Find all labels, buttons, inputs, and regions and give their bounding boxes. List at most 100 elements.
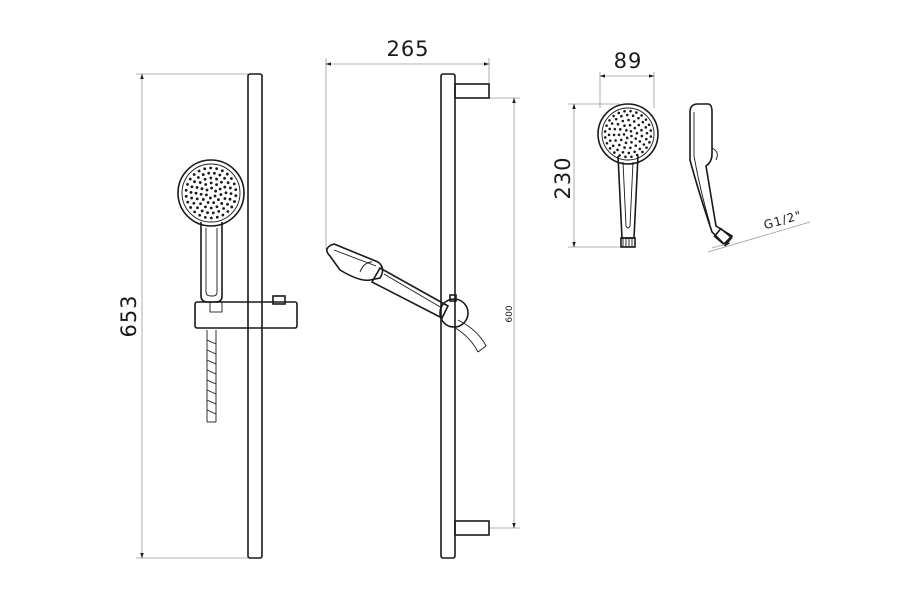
nozzle-dot	[632, 120, 636, 123]
nozzle-dot	[218, 187, 222, 191]
nozzle-dot	[200, 187, 204, 191]
nozzle-dot	[635, 131, 639, 135]
nozzle-dot	[614, 117, 618, 121]
nozzle-dot	[616, 148, 619, 152]
nozzle-dot	[190, 196, 194, 200]
nozzle-dot	[625, 136, 629, 140]
nozzle-dot	[206, 211, 209, 215]
nozzle-dot	[617, 111, 621, 115]
nozzle-dot	[225, 172, 229, 176]
nozzle-dot	[213, 171, 216, 175]
nozzle-dot	[217, 198, 220, 202]
nozzle-dot	[617, 133, 621, 137]
nozzle-dot	[223, 185, 227, 189]
nozzle-dot	[607, 133, 611, 137]
nozzle-dot	[215, 167, 219, 171]
nozzle-dot	[189, 206, 193, 209]
detail-front-view: 89 230	[551, 49, 659, 248]
nozzle-dot	[184, 194, 188, 198]
nozzle-dot	[205, 188, 209, 192]
nozzle-dot	[220, 202, 224, 205]
nozzle-dot	[226, 210, 230, 213]
nozzle-dot	[623, 146, 626, 149]
nozzle-dot	[203, 167, 207, 171]
nozzle-dot	[234, 194, 238, 198]
nozzle-dot	[635, 153, 639, 157]
nozzle-dot	[197, 169, 201, 173]
nozzle-dot	[613, 151, 616, 154]
nozzle-dot	[640, 128, 643, 132]
nozzle-dot	[184, 188, 188, 192]
nozzle-dot	[612, 133, 616, 137]
nozzle-dot	[209, 176, 213, 180]
nozzle-dot	[193, 180, 196, 184]
nozzle-dot	[630, 134, 633, 138]
nozzle-dot	[206, 201, 210, 204]
nozzle-dot	[215, 205, 219, 209]
nozzle-dot	[633, 126, 637, 130]
nozzle-dot	[608, 147, 612, 150]
nozzle-dot	[224, 191, 228, 195]
nozzle-dot	[189, 191, 193, 194]
nozzle-dot	[198, 213, 202, 217]
nozzle-dot	[627, 151, 631, 155]
hose	[206, 330, 217, 423]
nozzle-dot	[625, 113, 629, 117]
nozzle-dot	[629, 130, 633, 133]
nozzle-dot	[201, 198, 205, 201]
nozzle-dot	[627, 118, 630, 122]
nozzle-dot	[621, 119, 625, 123]
nozzle-dot	[204, 183, 208, 186]
nozzle-dot	[623, 124, 626, 128]
wall-slider-bracket	[194, 295, 298, 329]
nozzle-dot	[212, 201, 216, 205]
nozzle-dot	[631, 114, 635, 117]
nozzle-dot	[215, 177, 218, 181]
nozzle-dot	[608, 139, 612, 142]
nozzle-dot	[200, 209, 204, 213]
nozzle-dot	[217, 210, 221, 213]
nozzle-dot	[193, 210, 197, 214]
side-view: 265 600	[325, 37, 520, 559]
nozzle-dot	[192, 173, 196, 176]
nozzle-dot	[649, 129, 653, 132]
nozzle-dot	[625, 129, 628, 132]
side-slider-knob	[439, 298, 469, 328]
nozzle-dot	[208, 196, 212, 200]
nozzle-dot	[634, 144, 638, 147]
nozzle-dot	[230, 205, 234, 209]
nozzle-dot	[213, 194, 217, 198]
nozzle-dot	[637, 123, 641, 127]
rail-length-label: 600	[505, 305, 515, 322]
nozzle-dot	[634, 137, 638, 140]
nozzle-dot	[612, 114, 615, 118]
nozzle-dot	[195, 197, 199, 201]
nozzle-dot	[608, 119, 611, 122]
side-hose	[457, 319, 487, 347]
nozzle-dot	[203, 215, 207, 219]
detail-side-handshower	[689, 103, 734, 246]
height-label: 653	[117, 294, 141, 337]
nozzle-dot	[619, 138, 623, 142]
nozzle-dot	[618, 154, 621, 157]
nozzle-dot	[186, 183, 189, 186]
nozzle-dot	[640, 114, 643, 117]
nozzle-dot	[610, 122, 614, 125]
nozzle-dot	[192, 201, 196, 205]
upper-wall-bracket	[454, 83, 490, 99]
lower-wall-bracket	[454, 520, 490, 536]
nozzle-dot	[195, 186, 199, 189]
nozzle-dot	[211, 211, 215, 215]
detail-front-handle	[617, 155, 639, 239]
nozzle-dot	[223, 197, 227, 200]
head-diameter-label: 89	[614, 49, 643, 73]
detail-side-view: G1/2"	[689, 103, 811, 253]
nozzle-dot	[209, 181, 213, 185]
nozzle-dot	[203, 177, 207, 181]
handshower-length-dimension: 230	[551, 103, 620, 248]
nozzle-dot	[608, 127, 611, 131]
front-shower-head	[177, 159, 245, 227]
nozzle-dot	[644, 118, 648, 121]
nozzle-dot	[638, 147, 642, 151]
